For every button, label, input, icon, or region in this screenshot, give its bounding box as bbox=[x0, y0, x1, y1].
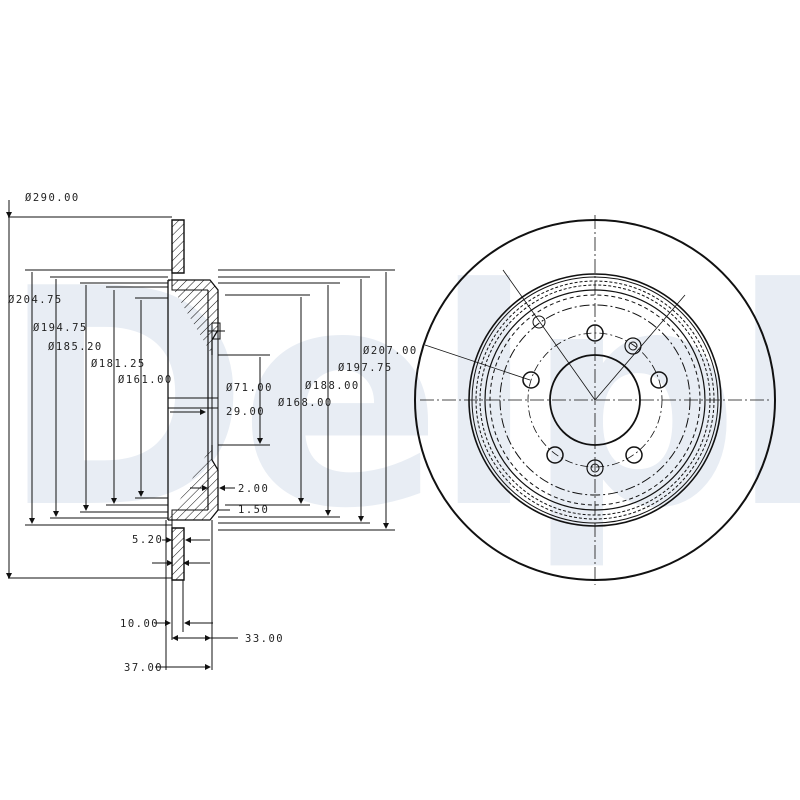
dim-diameter-161: Ø161.00 bbox=[118, 374, 173, 386]
dim-diameter-168: Ø168.00 bbox=[278, 397, 333, 409]
dim-diameter-71: Ø71.00 bbox=[226, 382, 273, 394]
dim-diameter-204-75: Ø204.75 bbox=[8, 294, 63, 306]
dim-thickness-2: 2.00 bbox=[238, 483, 270, 495]
dim-diameter-197-75: Ø197.75 bbox=[338, 362, 393, 374]
dim-width-29: 29.00 bbox=[226, 406, 266, 418]
dim-diameter-290: Ø290.00 bbox=[25, 192, 80, 204]
dim-height-37: 37.00 bbox=[124, 662, 164, 674]
dim-thickness-10: 10.00 bbox=[120, 618, 160, 630]
dim-diameter-207: Ø207.00 bbox=[363, 345, 418, 357]
dim-diameter-188: Ø188.00 bbox=[305, 380, 360, 392]
dim-diameter-181-25: Ø181.25 bbox=[91, 358, 146, 370]
dim-thickness-5-2: 5.20 bbox=[132, 534, 164, 546]
dim-diameter-185-20: Ø185.20 bbox=[48, 341, 103, 353]
dim-diameter-194-75: Ø194.75 bbox=[33, 322, 88, 334]
dim-offset-33: 33.00 bbox=[245, 633, 285, 645]
dim-thickness-1-5: 1.50 bbox=[238, 504, 270, 516]
